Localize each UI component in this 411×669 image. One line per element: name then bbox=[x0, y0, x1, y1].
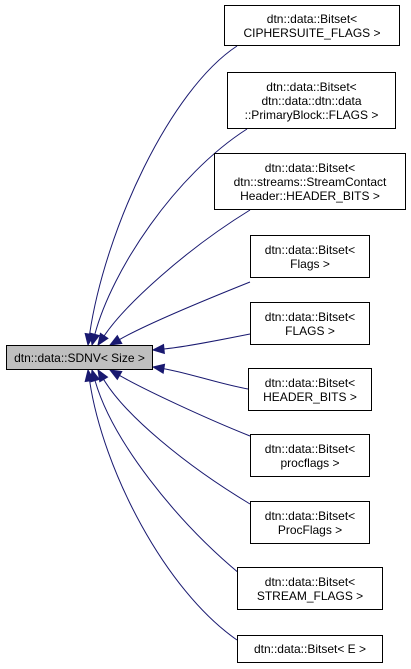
inheritance-edge bbox=[89, 45, 238, 335]
node-line: ProcFlags > bbox=[277, 522, 343, 537]
node-bitset-procflags-lower[interactable]: dtn::data::Bitset< procflags > bbox=[250, 434, 370, 477]
node-line: dtn::streams::StreamContact bbox=[233, 174, 387, 189]
inheritance-arrowhead bbox=[89, 332, 101, 347]
inheritance-arrowhead bbox=[97, 368, 109, 383]
node-line: HEADER_BITS > bbox=[263, 389, 357, 404]
node-line: dtn::data::Bitset< E > bbox=[253, 642, 367, 656]
node-line: dtn::data::Bitset< bbox=[266, 79, 357, 94]
node-line: CIPHERSUITE_FLAGS > bbox=[243, 25, 381, 40]
node-bitset-header-bits[interactable]: dtn::data::Bitset< HEADER_BITS > bbox=[248, 368, 372, 411]
node-line: procflags > bbox=[280, 455, 340, 470]
node-bitset-procflags-mixed[interactable]: dtn::data::Bitset< ProcFlags > bbox=[250, 501, 370, 544]
node-sdnv-line-1: dtn::data::SDNV< Size > bbox=[14, 350, 145, 365]
node-line: dtn::data::Bitset< bbox=[264, 242, 356, 257]
node-line: dtn::data::Bitset< bbox=[266, 11, 358, 26]
node-bitset-streamcontact-header-bits[interactable]: dtn::data::Bitset< dtn::streams::StreamC… bbox=[214, 153, 406, 210]
node-bitset-flags-mixed[interactable]: dtn::data::Bitset< Flags > bbox=[250, 235, 370, 278]
inheritance-arrowhead bbox=[151, 343, 165, 355]
node-line: ::PrimaryBlock::FLAGS > bbox=[244, 107, 379, 122]
node-bitset-e[interactable]: dtn::data::Bitset< E > bbox=[237, 635, 383, 663]
inheritance-edge bbox=[94, 128, 248, 335]
node-line: dtn::data::dtn::data bbox=[261, 93, 362, 108]
node-line: dtn::data::Bitset< bbox=[264, 574, 356, 589]
inheritance-edge bbox=[163, 333, 251, 350]
node-line: Flags > bbox=[290, 256, 330, 271]
node-line: dtn::data::Bitset< bbox=[264, 309, 356, 324]
node-bitset-ciphersuite-flags[interactable]: dtn::data::Bitset< CIPHERSUITE_FLAGS > bbox=[224, 5, 400, 46]
inheritance-arrowhead bbox=[97, 332, 109, 347]
node-line: Header::HEADER_BITS > bbox=[240, 188, 380, 203]
inheritance-edge bbox=[103, 209, 251, 337]
node-bitset-stream-flags[interactable]: dtn::data::Bitset< STREAM_FLAGS > bbox=[237, 567, 383, 610]
inheritance-edge bbox=[119, 281, 251, 340]
inheritance-edge bbox=[119, 375, 251, 437]
inheritance-arrowhead bbox=[151, 363, 166, 374]
inheritance-edge bbox=[94, 380, 241, 575]
inheritance-edge bbox=[103, 379, 251, 505]
inheritance-arrowhead bbox=[108, 334, 123, 346]
node-line: FLAGS > bbox=[285, 323, 335, 338]
node-line: dtn::data::Bitset< bbox=[264, 441, 356, 456]
inheritance-edge bbox=[163, 368, 249, 390]
node-bitset-flags-upper[interactable]: dtn::data::Bitset< FLAGS > bbox=[250, 302, 370, 345]
node-sdnv: dtn::data::SDNV< Size > bbox=[6, 345, 153, 370]
node-line: STREAM_FLAGS > bbox=[256, 588, 364, 603]
node-line: dtn::data::Bitset< bbox=[264, 375, 356, 390]
inheritance-edge bbox=[89, 380, 238, 641]
inheritance-arrowhead bbox=[108, 369, 123, 381]
node-line: dtn::data::Bitset< bbox=[264, 160, 356, 175]
inheritance-arrowhead bbox=[84, 368, 95, 383]
node-line: dtn::data::Bitset< bbox=[264, 508, 356, 523]
node-bitset-primaryblock-flags[interactable]: dtn::data::Bitset< dtn::data::dtn::data … bbox=[227, 72, 396, 129]
